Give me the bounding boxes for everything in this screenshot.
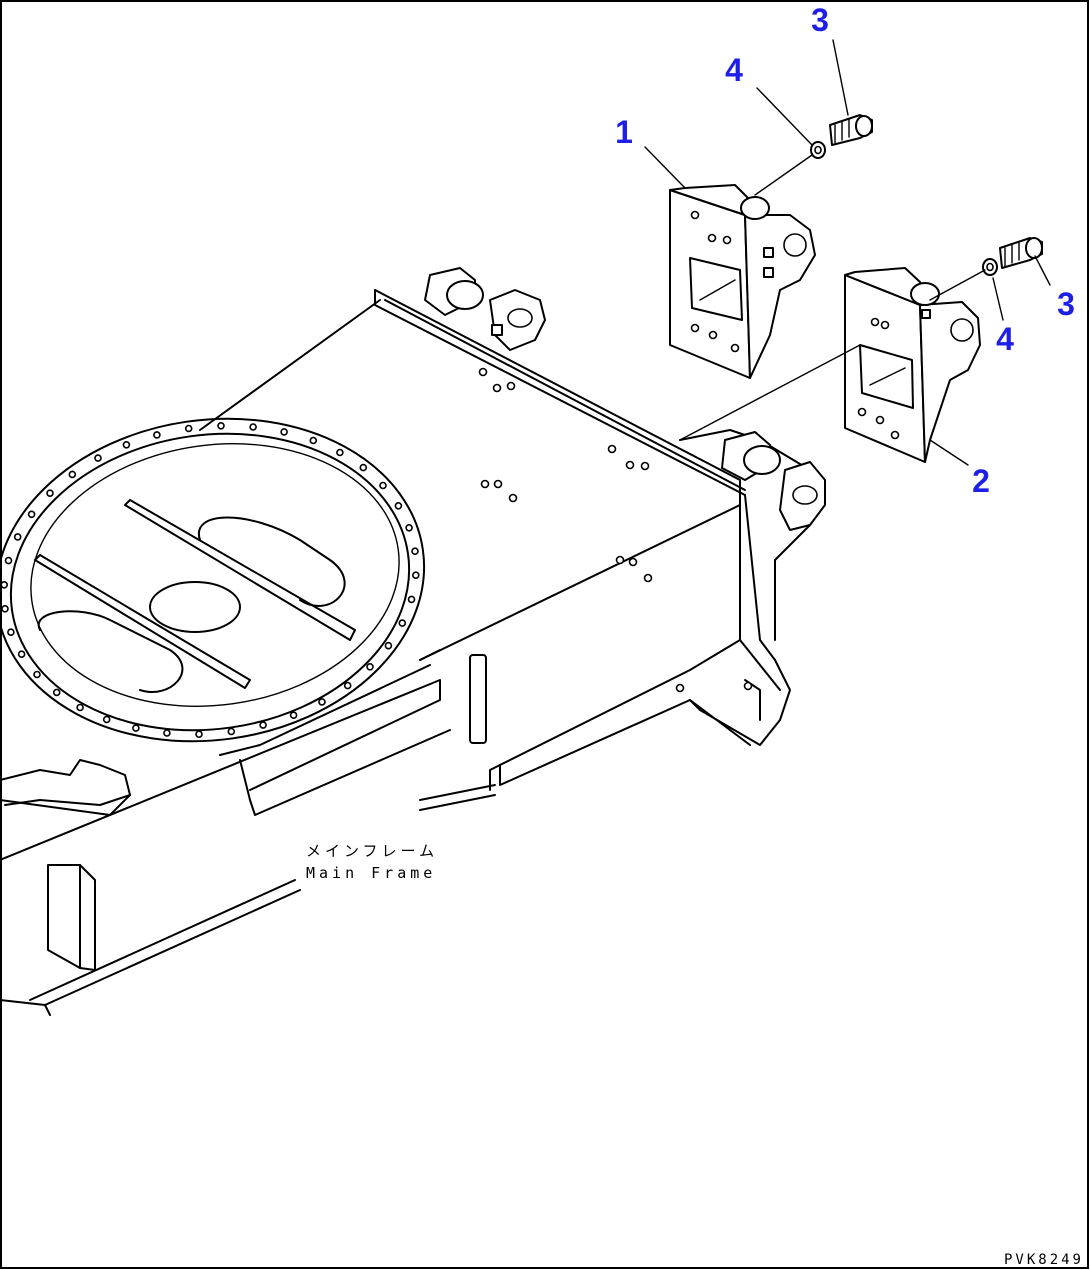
swing-circle — [0, 417, 426, 743]
main-frame-label-english: Main Frame — [306, 864, 437, 882]
washer-4-upper — [810, 141, 826, 159]
bolt-hole — [280, 428, 288, 436]
bolt-hole — [217, 421, 225, 430]
bolt-hole — [411, 547, 419, 556]
drawing-code: PVK8249 — [1003, 1252, 1084, 1268]
callout-1: 1 — [615, 114, 633, 150]
callout-2: 2 — [972, 463, 990, 499]
leader-lines — [644, 39, 1051, 466]
bolt-hole — [94, 454, 102, 462]
bolt-hole — [27, 510, 36, 519]
bolt-hole — [132, 724, 140, 732]
bolt-hole — [249, 423, 257, 431]
bolt-hole — [366, 662, 374, 671]
main-frame-label-japanese: メインフレーム — [306, 842, 439, 860]
bolt-hole — [102, 715, 111, 724]
bolt-hole — [17, 650, 26, 659]
bolt-hole — [122, 440, 131, 449]
bolt-hole — [0, 580, 8, 589]
bolt-hole — [163, 729, 171, 737]
bolt-hole — [359, 463, 368, 472]
bolt-hole — [384, 641, 393, 650]
bolt-hole — [13, 533, 22, 541]
frame-mount-right — [721, 431, 826, 531]
assembly-line-bracket-2-lower — [679, 344, 861, 441]
bolt-hole — [259, 721, 267, 729]
bolt-hole — [76, 703, 84, 712]
bolt-hole — [379, 481, 387, 490]
bolt-hole — [227, 727, 236, 736]
bolt-hole — [68, 470, 77, 479]
bracket-1 — [669, 184, 816, 379]
bolt-hole — [33, 670, 41, 679]
bolt-hole — [46, 489, 54, 498]
callout-3-upper: 3 — [811, 2, 829, 38]
bolt-hole — [52, 688, 61, 697]
bolt-hole — [7, 628, 15, 637]
frame-mount-left — [424, 267, 546, 351]
assembly-line-bracket-1 — [754, 154, 813, 196]
bolt-hole — [343, 681, 352, 690]
deck-holes — [478, 367, 753, 693]
bolt-hole — [407, 595, 416, 604]
assembly-line-bracket-2 — [929, 269, 986, 301]
bolt-hole — [318, 698, 326, 706]
washer-4-lower — [982, 258, 998, 276]
bolt-3-lower — [999, 237, 1043, 269]
bolt-hole — [289, 711, 298, 720]
bolt-hole — [153, 431, 161, 439]
bracket-2 — [844, 267, 981, 463]
bolt-hole — [309, 436, 318, 445]
bolt-hole — [336, 448, 344, 457]
bolt-hole — [411, 571, 420, 580]
bolt-hole — [195, 730, 203, 739]
bolt-3-upper — [829, 114, 873, 146]
callout-4-lower: 4 — [996, 321, 1014, 357]
bolt-hole — [394, 501, 403, 510]
swing-circle-bolt-holes — [0, 421, 420, 739]
bolt-hole — [398, 619, 407, 627]
bolt-hole — [4, 556, 13, 565]
bolt-hole — [405, 523, 413, 532]
bolt-hole — [184, 424, 193, 433]
callout-4-upper: 4 — [725, 52, 743, 88]
callout-3-lower: 3 — [1057, 286, 1075, 322]
bolt-hole — [1, 604, 9, 613]
main-frame-body — [0, 289, 826, 1016]
